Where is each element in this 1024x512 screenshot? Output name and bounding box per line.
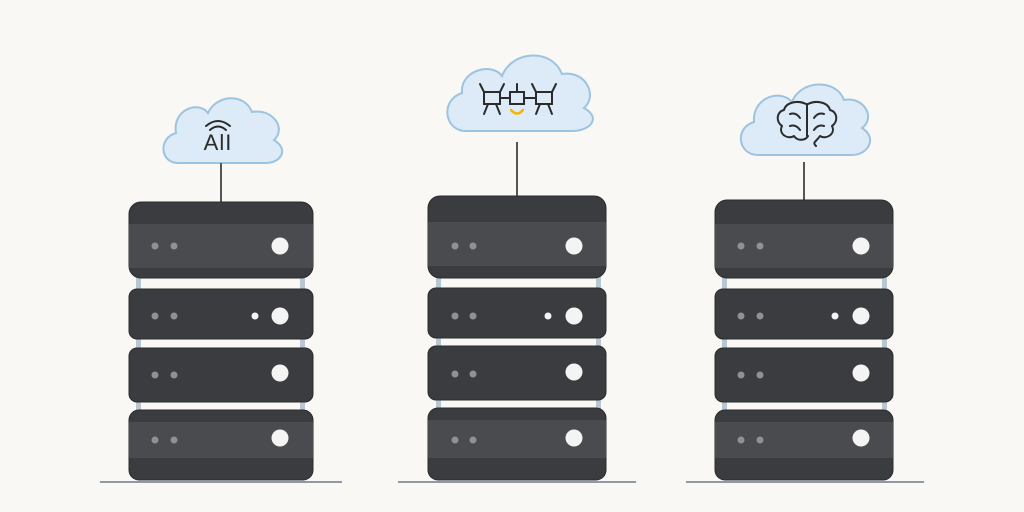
server-unit: [427, 407, 607, 481]
server-unit: [427, 195, 607, 279]
status-led: [170, 436, 178, 444]
server-stack-3: [686, 83, 924, 483]
cloud-3: [739, 83, 872, 156]
power-button: [565, 429, 583, 447]
status-led: [756, 436, 764, 444]
status-led: [737, 371, 745, 379]
status-led: [451, 436, 459, 444]
power-button: [565, 307, 583, 325]
status-led: [170, 371, 178, 379]
power-button: [852, 307, 870, 325]
cloud-shape: [739, 83, 872, 156]
server-unit: [128, 409, 314, 481]
server-unit: [714, 288, 894, 340]
status-led: [737, 312, 745, 320]
smile-icon: [509, 108, 525, 115]
server-unit: [128, 288, 314, 340]
status-led: [451, 370, 459, 378]
status-led: [756, 312, 764, 320]
brain-icon: [776, 101, 838, 147]
wifi-signal-icon: [205, 120, 231, 131]
power-button: [271, 307, 289, 325]
activity-led: [831, 312, 839, 320]
status-led: [469, 242, 477, 250]
server-unit: [128, 347, 314, 403]
cloud-shape: [446, 54, 594, 132]
status-led: [469, 370, 477, 378]
server-unit: [427, 345, 607, 401]
cloud-2: [446, 54, 594, 132]
robots-network-icon: [479, 83, 557, 115]
server-unit: [427, 287, 607, 339]
server-unit: [714, 199, 894, 279]
power-button: [271, 429, 289, 447]
status-led: [170, 312, 178, 320]
status-led: [151, 312, 159, 320]
rack-rails: [722, 270, 887, 420]
power-button: [271, 364, 289, 382]
server-stack-1: AlI: [100, 97, 342, 483]
power-button: [271, 237, 289, 255]
power-button: [852, 364, 870, 382]
status-led: [469, 312, 477, 320]
status-led: [451, 242, 459, 250]
status-led: [151, 371, 159, 379]
status-led: [451, 312, 459, 320]
activity-led: [544, 312, 552, 320]
status-led: [756, 371, 764, 379]
status-led: [756, 242, 764, 250]
server-stack-2: [398, 54, 636, 483]
status-led: [737, 436, 745, 444]
power-button: [565, 363, 583, 381]
cloud-shape: [162, 97, 284, 164]
status-led: [469, 436, 477, 444]
power-button: [565, 237, 583, 255]
server-unit: [128, 201, 314, 279]
rack-rails: [136, 270, 305, 420]
activity-led: [251, 312, 259, 320]
power-button: [852, 429, 870, 447]
status-led: [170, 242, 178, 250]
status-led: [737, 242, 745, 250]
server-unit: [714, 409, 894, 481]
status-led: [151, 242, 159, 250]
server-unit: [714, 347, 894, 403]
cloud-label: AlI: [204, 130, 233, 155]
power-button: [852, 237, 870, 255]
status-led: [151, 436, 159, 444]
cloud-1: AlI: [162, 97, 284, 164]
rack-rails: [436, 268, 601, 418]
